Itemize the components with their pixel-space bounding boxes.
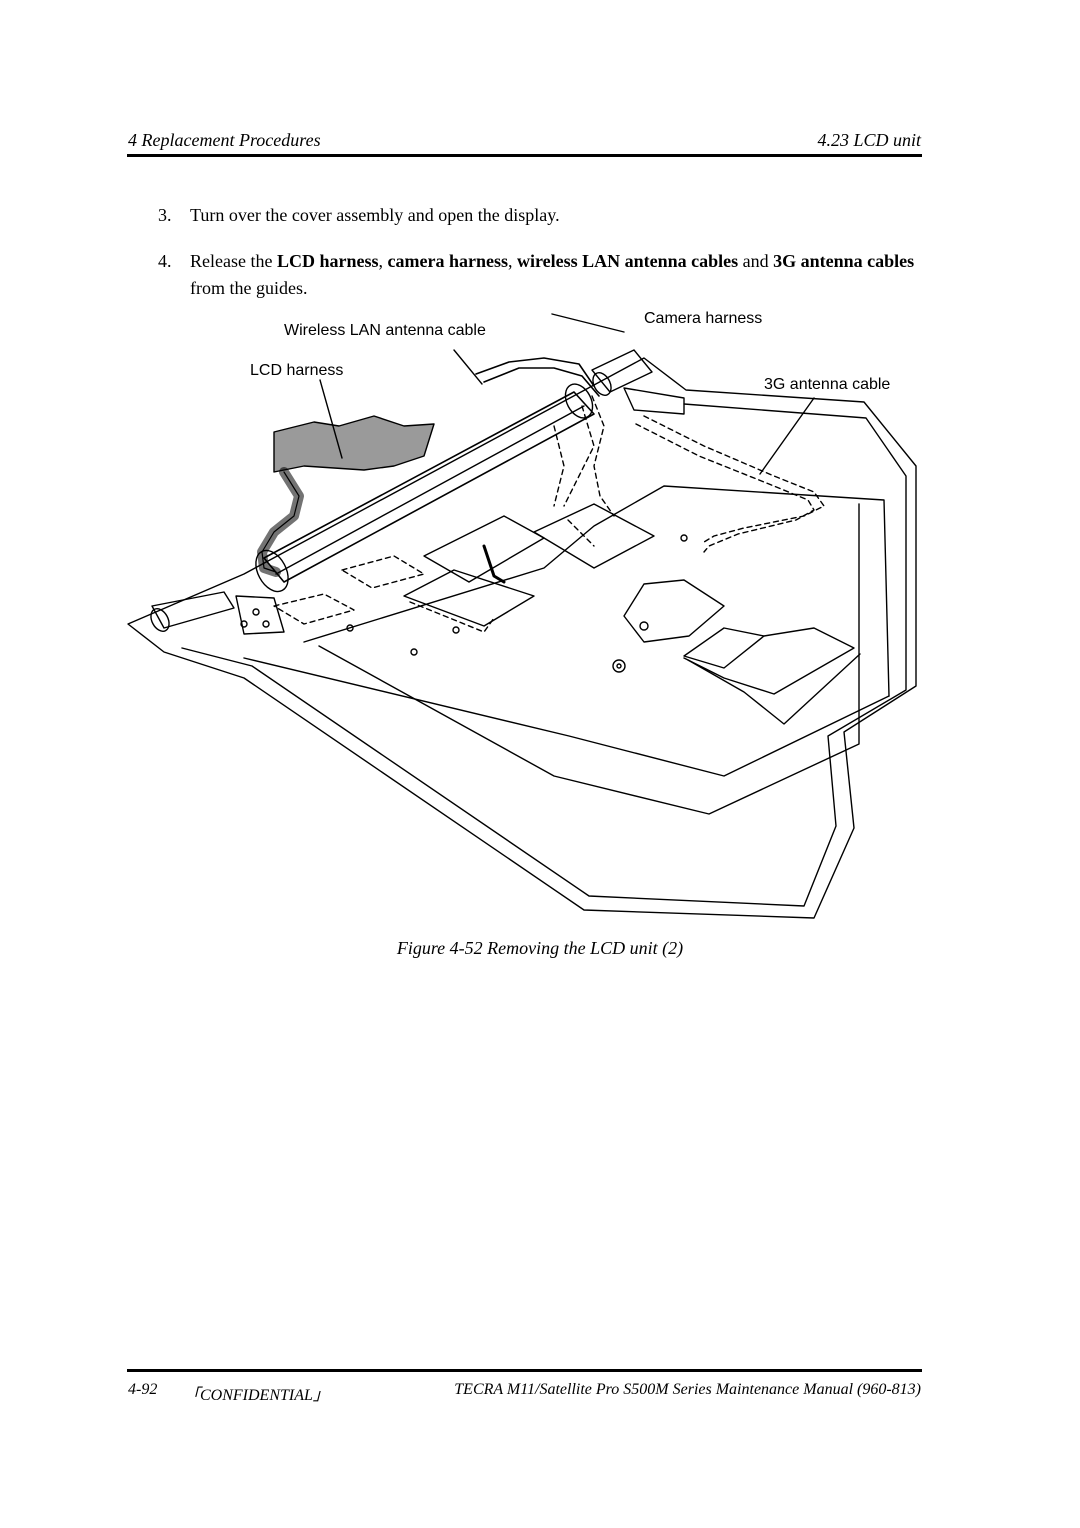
term-lcd-harness: LCD harness bbox=[276, 251, 379, 271]
topic-title: 4.23 LCD unit bbox=[817, 130, 921, 150]
manual-title: TECRA M11/Satellite Pro S500M Series Mai… bbox=[454, 1381, 921, 1398]
text-run: , bbox=[378, 251, 388, 271]
page-number: 4-92 bbox=[128, 1381, 158, 1398]
label-camera-harness: Camera harness bbox=[644, 310, 763, 327]
text-run: and bbox=[738, 251, 774, 271]
term-3g-cables: 3G antenna cables bbox=[773, 251, 915, 271]
cover-assembly-drawing bbox=[127, 313, 917, 919]
confidential-mark: 「CONFIDENTIAL」 bbox=[184, 1387, 329, 1404]
label-wireless-lan-antenna-cable: Wireless LAN antenna cable bbox=[284, 322, 486, 339]
section-title: 4 Replacement Procedures bbox=[128, 130, 321, 150]
figure-caption: Figure 4-52 Removing the LCD unit (2) bbox=[396, 938, 684, 958]
text-run: , bbox=[507, 251, 517, 271]
footer-rule bbox=[127, 1369, 922, 1372]
step-number: 4. bbox=[158, 251, 172, 271]
step-number: 3. bbox=[158, 205, 172, 225]
lcd-removal-figure: Wireless LAN antenna cable Camera harnes… bbox=[124, 306, 920, 928]
term-camera-harness: camera harness bbox=[387, 251, 508, 271]
text-run: from the guides. bbox=[190, 278, 308, 298]
term-wlan-cables: wireless LAN antenna cables bbox=[516, 251, 739, 271]
text-run: Release the bbox=[190, 251, 277, 271]
label-lcd-harness: LCD harness bbox=[250, 362, 344, 379]
header-rule bbox=[127, 154, 922, 157]
page-header: 4 Replacement Procedures 4.23 LCD unit bbox=[128, 130, 921, 154]
step-text: Turn over the cover assembly and open th… bbox=[190, 205, 560, 225]
step-text: Release the LCD harness, camera harness,… bbox=[190, 248, 920, 302]
label-3g-antenna-cable: 3G antenna cable bbox=[764, 376, 891, 393]
